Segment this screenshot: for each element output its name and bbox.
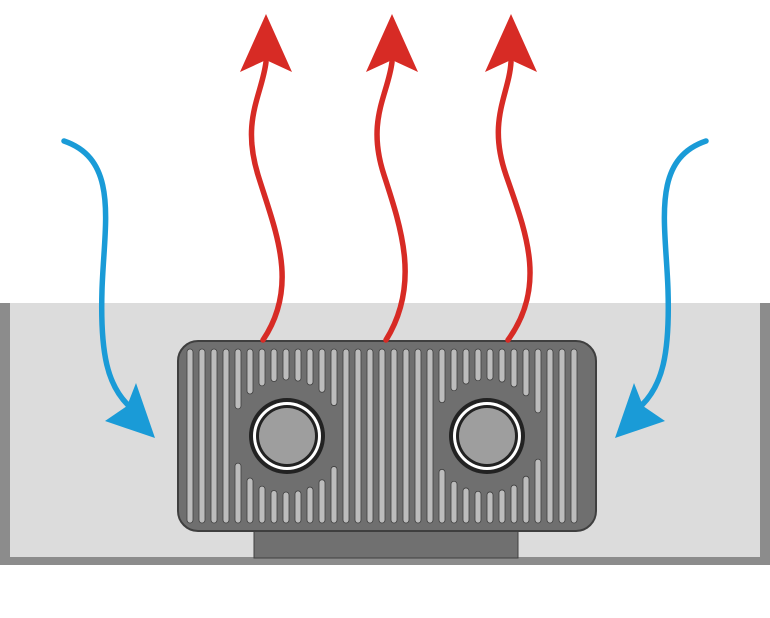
cool-air-arrowhead bbox=[105, 383, 155, 438]
heater-fin bbox=[210, 348, 218, 524]
fan-hub bbox=[459, 408, 515, 464]
heater-fin bbox=[438, 468, 446, 524]
arrow-up-icon bbox=[366, 14, 418, 343]
heater-fin bbox=[414, 348, 422, 524]
heater-fin bbox=[486, 491, 494, 524]
heater-fin bbox=[198, 348, 206, 524]
heater-fin bbox=[570, 348, 578, 524]
heater-fin bbox=[510, 484, 518, 524]
heater-fin bbox=[342, 348, 350, 524]
heater-fin bbox=[294, 490, 302, 524]
heater-fin bbox=[450, 348, 458, 392]
heater-fin bbox=[282, 491, 290, 524]
heater-fin bbox=[402, 348, 410, 524]
heater-fin bbox=[246, 348, 254, 395]
heater-fin bbox=[306, 348, 314, 386]
heater-fin bbox=[438, 348, 446, 404]
heater-fin bbox=[486, 348, 494, 381]
heater-fin bbox=[186, 348, 194, 524]
heater-fin bbox=[318, 348, 326, 393]
cool-air-stream bbox=[61, 138, 131, 408]
fan-hub bbox=[259, 408, 315, 464]
fan-icon bbox=[449, 398, 525, 474]
heater-fin bbox=[426, 348, 434, 524]
trench-heater bbox=[177, 340, 597, 532]
heater-fin bbox=[378, 348, 386, 524]
heater-fin bbox=[354, 348, 362, 524]
heater-fans bbox=[249, 398, 525, 474]
heater-fin bbox=[534, 458, 542, 524]
heater-fin bbox=[462, 487, 470, 524]
warm-air-flow bbox=[240, 14, 537, 343]
heater-fin bbox=[366, 348, 374, 524]
heater-fin bbox=[330, 466, 338, 524]
heater-fin bbox=[498, 489, 506, 524]
heater-fin bbox=[462, 348, 470, 385]
heater-fin bbox=[522, 475, 530, 524]
heater-fin bbox=[558, 348, 566, 524]
heater-fin bbox=[282, 348, 290, 381]
heater-fin bbox=[510, 348, 518, 388]
cool-air-stream bbox=[639, 138, 709, 408]
heater-fin bbox=[234, 462, 242, 524]
heater-fin bbox=[234, 348, 242, 410]
cool-air-arrowhead bbox=[615, 383, 665, 438]
heater-fin bbox=[498, 348, 506, 383]
heater-fin bbox=[330, 348, 338, 406]
warm-air-arrowhead bbox=[366, 14, 418, 72]
heater-fin bbox=[246, 477, 254, 524]
warm-air-arrowhead bbox=[240, 14, 292, 72]
warm-air-stream bbox=[374, 59, 408, 343]
heater-fin bbox=[522, 348, 530, 397]
heater-fin bbox=[258, 348, 266, 387]
heater-fin bbox=[474, 490, 482, 524]
heater-fin bbox=[318, 479, 326, 524]
heater-fin bbox=[258, 485, 266, 524]
arrow-curved-in-icon bbox=[615, 138, 709, 438]
heater-fin bbox=[546, 348, 554, 524]
warm-air-stream bbox=[248, 59, 285, 343]
warm-air-arrowhead bbox=[485, 14, 537, 72]
heater-fin bbox=[306, 486, 314, 524]
arrow-up-icon bbox=[240, 14, 292, 343]
heater-fins bbox=[186, 348, 578, 524]
heater-fin bbox=[390, 348, 398, 524]
heater-fin bbox=[222, 348, 230, 524]
heater-fin bbox=[270, 490, 278, 524]
heater-fin bbox=[270, 348, 278, 382]
cool-air-flow bbox=[61, 138, 709, 438]
arrow-curved-in-icon bbox=[61, 138, 155, 438]
heater-fin bbox=[474, 348, 482, 382]
heater-fin bbox=[534, 348, 542, 414]
heater-fin bbox=[450, 480, 458, 524]
fan-icon bbox=[249, 398, 325, 474]
warm-air-stream bbox=[495, 59, 533, 343]
arrow-up-icon bbox=[485, 14, 537, 343]
heater-fin bbox=[294, 348, 302, 382]
